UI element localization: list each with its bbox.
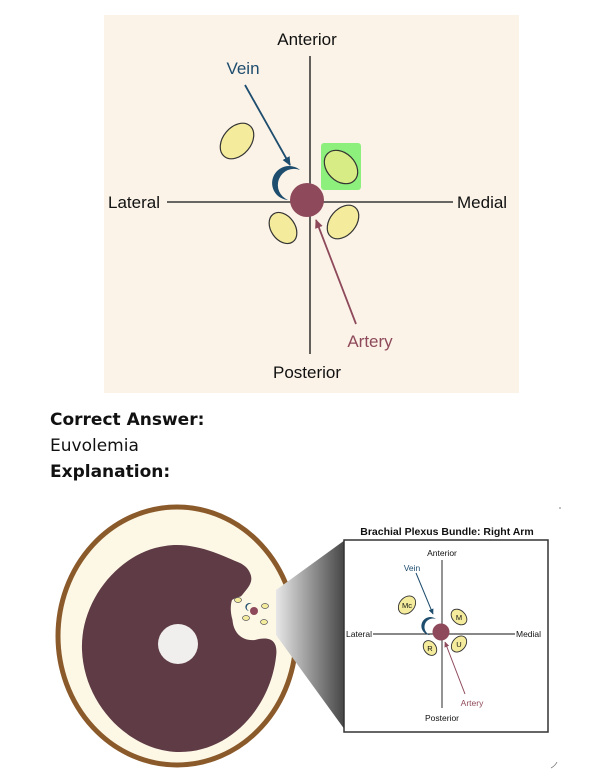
inset-vein <box>421 617 436 635</box>
answer-section: Correct Answer: Euvolemia Explanation: <box>50 407 204 485</box>
bottom-diagram: Brachial Plexus Bundle: Right Arm Anteri… <box>55 504 561 769</box>
label-medial: Medial <box>457 193 507 212</box>
small-nerve-r <box>242 615 250 621</box>
inset-nerve-m-label: M <box>456 613 462 622</box>
correct-answer-label: Correct Answer: <box>50 410 205 430</box>
inset-label-lateral: Lateral <box>346 629 372 639</box>
nerve-lower-left <box>268 211 298 245</box>
nerve-upper-right <box>323 149 359 185</box>
small-nerve-m <box>261 603 269 609</box>
inset-vein-arrow <box>415 572 434 615</box>
nerve-upper-left <box>219 122 255 160</box>
inset-artery-label: Artery <box>461 698 484 708</box>
inset-nerve-mc <box>397 595 417 615</box>
corner-mark-top <box>559 507 561 509</box>
label-posterior: Posterior <box>273 363 341 382</box>
label-anterior: Anterior <box>277 30 337 49</box>
correct-answer-value: Euvolemia <box>50 436 139 456</box>
small-nerve-mc <box>234 597 242 603</box>
zoom-wedge <box>276 540 345 730</box>
corner-mark-bottom <box>550 761 558 769</box>
small-artery <box>250 607 258 615</box>
inset-label-anterior: Anterior <box>427 548 457 558</box>
artery-circle <box>290 183 324 217</box>
label-lateral: Lateral <box>108 193 160 212</box>
inset-nerve-mc-label: Mc <box>402 601 412 610</box>
small-nerve-u <box>260 619 268 625</box>
inset-vein-label: Vein <box>404 563 421 573</box>
bone-humerus <box>158 624 198 664</box>
artery-arrow <box>315 219 357 325</box>
small-vein <box>245 603 252 611</box>
inset-artery-arrow <box>444 641 466 695</box>
vein-arrow <box>244 84 291 166</box>
nerve-lower-right <box>326 204 360 240</box>
inset-nerve-u <box>450 635 468 653</box>
inset-artery <box>432 623 450 641</box>
inset-nerve-m <box>450 608 468 626</box>
inset-nerve-r-label: R <box>427 644 433 653</box>
artery-label: Artery <box>347 332 393 351</box>
vein-crescent <box>272 166 300 200</box>
explanation-label: Explanation: <box>50 462 171 482</box>
inset-label-posterior: Posterior <box>425 713 459 723</box>
inset-nerve-u-label: U <box>456 640 461 649</box>
inset-nerve-r <box>422 640 438 656</box>
inset-label-medial: Medial <box>516 629 541 639</box>
vein-label: Vein <box>226 59 259 78</box>
top-diagram: Anterior Posterior Lateral Medial Vein A… <box>104 15 519 393</box>
inset-title: Brachial Plexus Bundle: Right Arm <box>360 526 533 538</box>
